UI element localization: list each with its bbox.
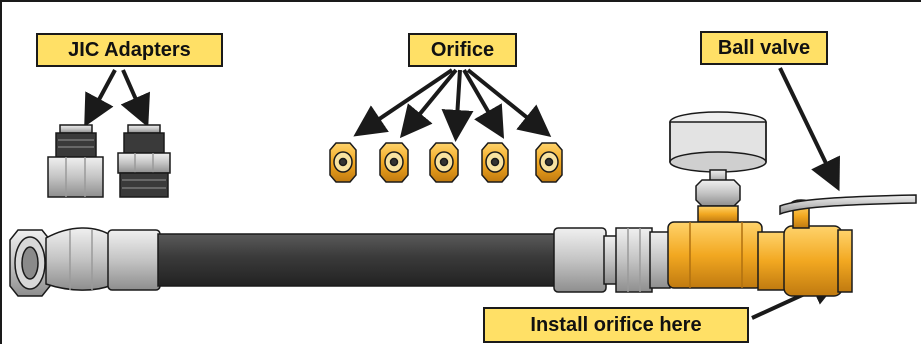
jic-adapter-icon (47, 124, 104, 198)
hose-icon (9, 227, 671, 297)
orifice-label: Orifice (408, 33, 517, 67)
orifice-icon (329, 142, 357, 183)
ball-valve-icon (757, 194, 917, 297)
orifice-icon (379, 142, 409, 183)
orifice-icon (429, 142, 459, 183)
jic-adapters-label: JIC Adapters (36, 33, 223, 67)
ball-valve-label: Ball valve (700, 31, 828, 65)
jic-arrows (84, 69, 150, 128)
pressure-gauge-icon (667, 111, 767, 289)
ball-valve-arrow (778, 67, 840, 192)
orifice-icon (535, 142, 563, 183)
orifice-icon (481, 142, 509, 183)
orifice-arrows (353, 68, 552, 142)
install-orifice-label: Install orifice here (483, 307, 749, 343)
jic-adapter-icon (117, 124, 171, 198)
